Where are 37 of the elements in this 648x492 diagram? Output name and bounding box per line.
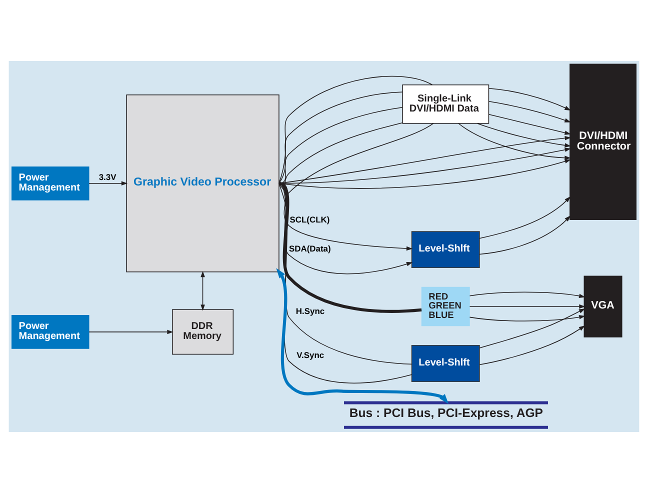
node-box: Level-Shlft	[411, 344, 480, 382]
arrow	[488, 87, 571, 110]
node-box: Power Management	[12, 314, 90, 348]
connector	[278, 122, 403, 192]
node-box: Single-Link DVI/HDMI Data	[402, 84, 490, 124]
node-box: Power Management	[12, 166, 90, 200]
connector	[278, 122, 434, 206]
node-box: Graphic Video Processor	[126, 94, 280, 272]
connector	[278, 91, 403, 184]
edge-label: V.Sync	[296, 349, 324, 360]
arrow	[488, 100, 571, 122]
node-box: RED GREEN BLUE	[421, 286, 470, 326]
arrow	[88, 329, 174, 334]
arrow	[479, 308, 586, 348]
edge-label: 3.3V	[98, 172, 116, 182]
arrow	[458, 122, 571, 160]
edge-label: SCL(CLK)	[290, 214, 330, 224]
arrow	[488, 113, 571, 134]
arrow	[479, 196, 571, 238]
node-box: Level-Shlft	[411, 230, 480, 268]
arrow	[200, 270, 205, 310]
arrow	[477, 122, 571, 147]
node-text: Bus : PCI Bus, PCI-Express, AGP	[349, 406, 544, 420]
arrow	[469, 314, 586, 321]
arrow	[479, 215, 571, 254]
edge-label: H.Sync	[296, 306, 325, 316]
arrow	[479, 324, 586, 365]
arrow	[88, 180, 128, 186]
connector	[278, 75, 433, 184]
arrow	[276, 268, 449, 404]
connector	[278, 181, 422, 312]
arrow	[469, 304, 586, 308]
node-box: VGA	[584, 275, 622, 337]
node-box: DDR Memory	[172, 308, 234, 354]
arrow	[469, 291, 586, 298]
node-box: DVI/HDMI Connector	[570, 63, 636, 220]
edge-label: SDA(Data)	[288, 243, 331, 254]
